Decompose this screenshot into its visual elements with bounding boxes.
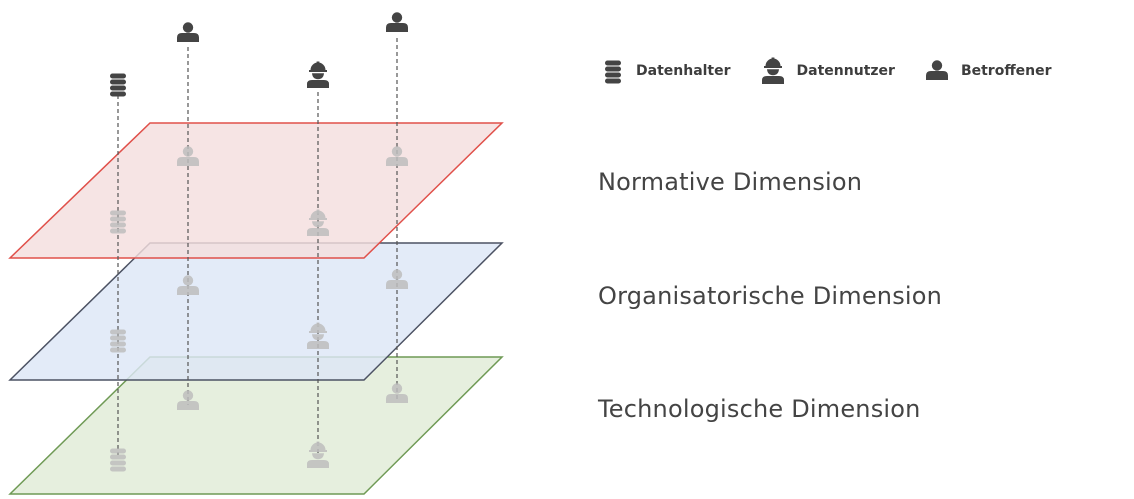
database-icon [605, 60, 621, 84]
normative-plane [8, 122, 504, 259]
organisatorische-plane [8, 242, 504, 381]
person-icon [925, 60, 948, 80]
legend-item-datenhalter: Datenhalter [602, 58, 731, 84]
legend-label-betroffener: Betroffener [960, 63, 1052, 79]
legend-label-datennutzer: Datennutzer [796, 63, 895, 79]
person-icon [177, 22, 199, 42]
database-icon [110, 73, 126, 97]
worker-helmet-icon [307, 61, 329, 88]
organisatorische-dimension-label: Organisatorische Dimension [598, 282, 943, 310]
technologische-dimension-label: Technologische Dimension [598, 395, 921, 423]
worker-helmet-icon [761, 57, 784, 84]
legend: Datenhalter Datennutzer Betroffener [602, 56, 1052, 86]
legend-item-datennutzer: Datennutzer [761, 57, 895, 85]
connectors [117, 38, 398, 455]
normative-dimension-label: Normative Dimension [598, 168, 863, 196]
person-icon [386, 12, 408, 33]
legend-item-betroffener: Betroffener [925, 59, 1052, 83]
legend-label-datenhalter: Datenhalter [636, 63, 731, 79]
